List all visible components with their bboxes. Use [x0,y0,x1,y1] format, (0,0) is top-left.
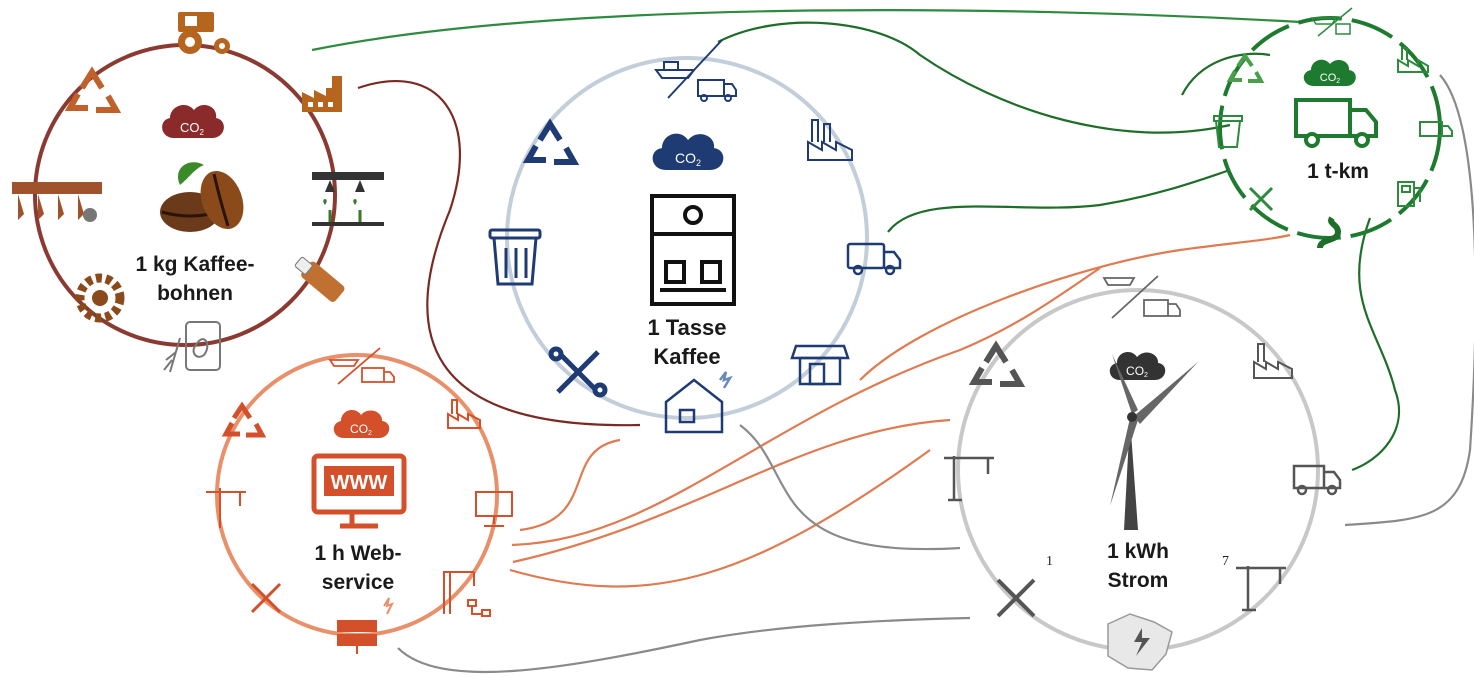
grey-connector-tkm-to-strom [1344,74,1474,527]
tools-icon [996,578,1036,618]
cycle-electricity: CO2 [944,275,1342,671]
ship-truck-icon [1102,275,1181,319]
house-energy-icon [664,371,733,434]
www-monitor-icon: WWW [311,453,407,529]
orange-connector-web-to-strom-1 [511,267,1101,547]
svg-text:CO2: CO2 [1126,364,1148,379]
crane-icon [1236,566,1286,612]
truck-icon [1419,121,1453,137]
ship-truck-icon [1310,7,1353,37]
ship-truck-icon [328,347,395,385]
coffee-machine-icon [650,194,736,306]
footnote-right: 7 [1222,554,1229,569]
tools-icon [1248,186,1274,212]
label-coffee-beans: 1 kg Kaffee- bohnen [135,253,255,305]
grinder-icon [294,256,345,302]
orange-connector-web-to-strom-2 [512,418,951,564]
svg-text:WWW: WWW [331,472,388,494]
green-connector-cup-to-tkm [717,21,1231,134]
co2-cloud-icon: CO2 [1109,352,1166,380]
truck-main-icon [1294,98,1378,148]
irrigation-icon [312,172,384,226]
crane-network-icon [443,571,491,617]
label-webservice: 1 h Web- service [314,542,402,594]
connection-lines [311,9,1474,674]
co2-cloud-icon: CO2 [333,410,390,438]
ship-truck-icon [654,39,737,102]
crane-icon [206,488,246,528]
factory-icon [807,119,853,161]
svg-text:CO2: CO2 [350,422,372,437]
trash-icon [488,228,542,286]
coffee-beans-icon [160,162,244,232]
road-icon [1317,216,1342,249]
france-map-icon [1107,613,1173,671]
footnote-left: 1 [1046,554,1053,569]
grey-connector-cup-to-strom [739,424,961,551]
label-electricity: 1 kWh Strom [1107,540,1169,592]
cycle-transport: CO2 [1213,7,1453,249]
recycle-icon [221,401,267,438]
recycle-icon [522,118,580,165]
wind-turbine-icon [1110,354,1198,530]
factory-icon [302,76,342,112]
shop-icon [790,344,850,386]
fuel-station-icon [1397,181,1421,207]
server-icon [337,597,395,654]
grey-connector-web-to-strom [397,616,971,674]
trash-icon [1213,115,1243,148]
cycle-coffee-beans: CO2 [12,12,384,373]
recycle-icon [968,340,1026,387]
cycle-webservice: CO2 WWW [206,347,513,654]
tools-icon [548,346,608,398]
truck-icon [1292,464,1342,496]
co2-cloud-icon: CO2 [162,104,224,138]
green-connector-cup-truck-to-tkm [887,168,1231,233]
factory-icon [1397,47,1429,73]
maintenance-gear-icon [75,273,125,323]
tools-icon [250,582,282,614]
co2-cloud-icon: CO2 [652,133,724,170]
co2-cloud-icon: CO2 [1303,59,1356,86]
recycle-icon [1226,52,1265,83]
fertilizer-bag-icon [163,321,221,373]
orange-connector-cup-to-tkm [859,233,1291,381]
green-connector-tkm-to-strom [1351,217,1401,472]
green-connector-beans-to-tkm [311,9,1301,52]
svg-text:CO2: CO2 [180,120,205,137]
brown-connector-beans-to-cup [357,80,641,427]
recycle-icon [64,66,122,113]
orange-connector-web-to-cup [519,438,621,532]
factory-icon [1253,343,1293,379]
monitor-icon [475,491,513,527]
factory-icon [447,399,481,429]
label-transport: 1 t-km [1307,160,1369,183]
svg-text:CO2: CO2 [675,150,701,168]
cycle-coffee-cup: CO2 [488,39,902,434]
orange-connector-web-to-strom-3 [509,449,931,588]
svg-text:CO2: CO2 [1320,72,1341,85]
crane-icon [944,456,994,502]
green-connector-tkm-top [1181,52,1271,96]
tractor-icon [178,12,230,54]
truck-icon [846,242,902,276]
label-coffee-cup: 1 Tasse Kaffee [647,315,727,369]
plow-icon [12,182,102,222]
